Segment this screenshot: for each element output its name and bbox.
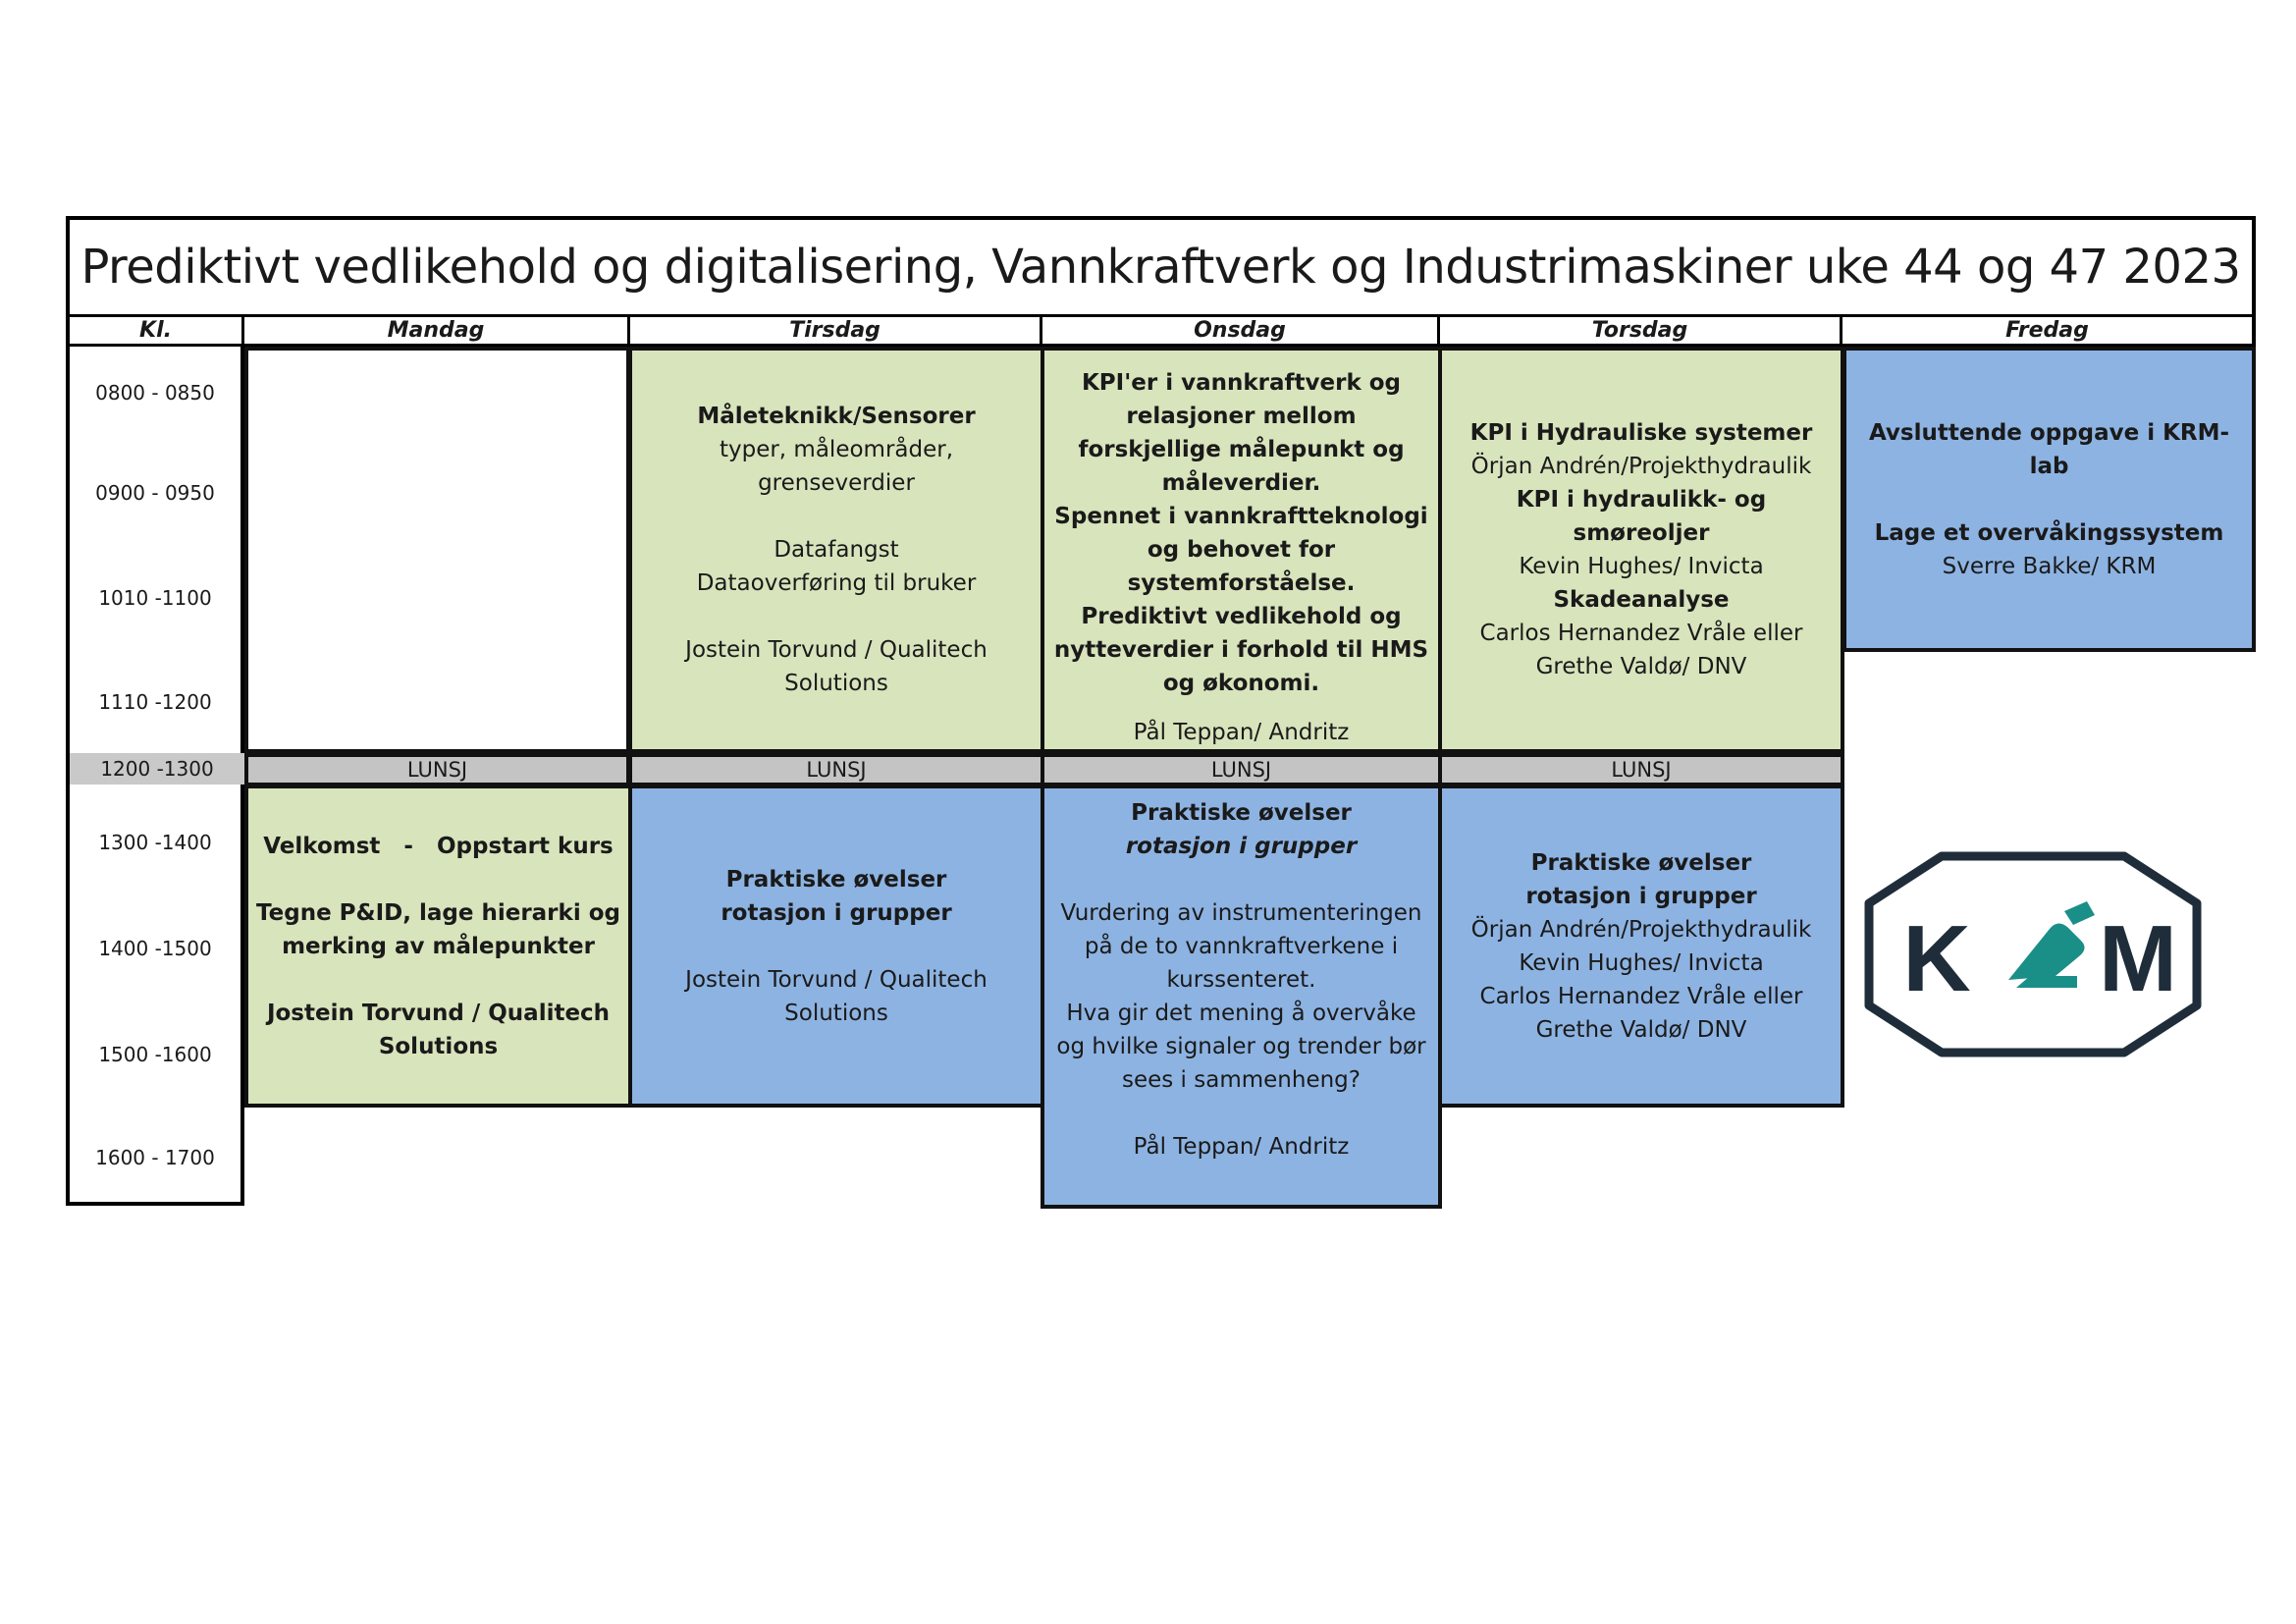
session-lecturer: Pål Teppan/ Andritz (1133, 720, 1350, 745)
session-title: Praktiske øvelser (1530, 849, 1752, 876)
header-mandag: Mandag (244, 314, 630, 347)
time-slot: 1110 -1200 (98, 690, 212, 714)
session-text: Datafangst (774, 537, 899, 563)
session-subtitle: rotasjon i grupper (1525, 883, 1757, 909)
session-lecturer: Kevin Hughes/ Invicta (1519, 554, 1764, 579)
session-text: typer, måleområder, grenseverdier (719, 437, 954, 496)
session-title: Velkomst - Oppstart kurs (263, 833, 614, 859)
session-text: Hva gir det mening å overvåke og hvilke … (1056, 1001, 1426, 1093)
session-title: Spennet i vannkraftteknologi og behovet … (1054, 504, 1428, 596)
header-tirsdag: Tirsdag (630, 314, 1042, 347)
torsdag-morning-cell: KPI i Hydrauliske systemer Örjan Andrén/… (1438, 347, 1844, 753)
time-slot: 1010 -1100 (98, 586, 212, 610)
session-lecturer: Carlos Hernandez Vråle eller Grethe Vald… (1479, 621, 1803, 679)
session-subtitle: rotasjon i grupper (721, 899, 952, 926)
header-onsdag: Onsdag (1042, 314, 1440, 347)
logo-letter-m: M (2099, 906, 2177, 1011)
session-lecturer: Örjan Andrén/Projekthydraulik (1470, 454, 1812, 479)
time-slot: 1400 -1500 (98, 937, 212, 960)
session-title: KPI i hydraulikk- og smøreoljer (1516, 487, 1767, 546)
onsdag-morning-cell: KPI'er i vannkraftverk og relasjoner mel… (1041, 347, 1442, 753)
tirsdag-morning-cell: Måleteknikk/Sensorer typer, måleområder,… (628, 347, 1044, 753)
mandag-morning-cell (244, 347, 630, 753)
session-lecturer: Carlos Hernandez Vråle eller Grethe Vald… (1479, 983, 1803, 1043)
lunch-onsdag: LUNSJ (1041, 753, 1442, 786)
session-title: Avsluttende oppgave i KRM-lab (1868, 419, 2230, 479)
logo-letter-k: K (1902, 906, 1970, 1011)
session-title: KPI i Hydrauliske systemer (1469, 420, 1813, 446)
fredag-morning-cell: Avsluttende oppgave i KRM-lab Lage et ov… (1842, 347, 2256, 652)
header-torsdag: Torsdag (1440, 314, 1842, 347)
session-title: Prediktivt vedlikehold og nytteverdier i… (1053, 604, 1429, 696)
mandag-afternoon-cell: Velkomst - Oppstart kurs Tegne P&ID, lag… (244, 785, 632, 1108)
session-title: Måleteknikk/Sensorer (697, 404, 976, 429)
session-lecturer: Örjan Andrén/Projekthydraulik (1470, 916, 1812, 943)
session-title: Lage et overvåkingssystem (1874, 519, 2224, 546)
session-lecturer: Pål Teppan/ Andritz (1133, 1134, 1350, 1160)
session-text: Vurdering av instrumenteringen på de to … (1060, 900, 1422, 993)
time-slot: 1300 -1400 (98, 831, 212, 854)
logo-r-mark (2008, 901, 2095, 988)
onsdag-afternoon-cell: Praktiske øvelser rotasjon i grupper Vur… (1041, 785, 1442, 1209)
lunch-mandag: LUNSJ (244, 753, 630, 786)
lunch-tirsdag: LUNSJ (628, 753, 1044, 786)
session-title: Skadeanalyse (1553, 587, 1730, 613)
time-slot: 1600 - 1700 (95, 1146, 215, 1169)
session-lecturer: Jostein Torvund / Qualitech Solutions (685, 637, 988, 696)
session-lecturer: Kevin Hughes/ Invicta (1519, 949, 1764, 976)
session-lecturer: Jostein Torvund / Qualitech Solutions (685, 966, 988, 1026)
session-text: Dataoverføring til bruker (696, 570, 977, 596)
session-lecturer: Jostein Torvund / Qualitech Solutions (266, 1000, 611, 1059)
session-subtitle: rotasjon i grupper (1125, 834, 1358, 859)
header-fredag: Fredag (1842, 314, 2256, 347)
time-slot: 0800 - 0850 (95, 381, 215, 405)
lunch-torsdag: LUNSJ (1438, 753, 1844, 786)
time-slot: 1500 -1600 (98, 1043, 212, 1066)
session-title: Praktiske øvelser (725, 866, 947, 893)
session-lecturer: Sverre Bakke/ KRM (1942, 553, 2157, 579)
time-slot-lunch: 1200 -1300 (70, 753, 244, 785)
page-title: Prediktivt vedlikehold og digitalisering… (66, 216, 2256, 314)
time-slot: 0900 - 0950 (95, 481, 215, 505)
krm-logo: K M (1864, 851, 2202, 1057)
tirsdag-afternoon-cell: Praktiske øvelser rotasjon i grupper Jos… (628, 785, 1044, 1108)
session-title: Tegne P&ID, lage hierarki og merking av … (256, 899, 620, 959)
header-time: Kl. (66, 314, 244, 347)
session-title: Praktiske øvelser (1131, 800, 1352, 826)
session-title: KPI'er i vannkraftverk og relasjoner mel… (1078, 370, 1405, 496)
torsdag-afternoon-cell: Praktiske øvelser rotasjon i grupper Örj… (1438, 785, 1844, 1108)
